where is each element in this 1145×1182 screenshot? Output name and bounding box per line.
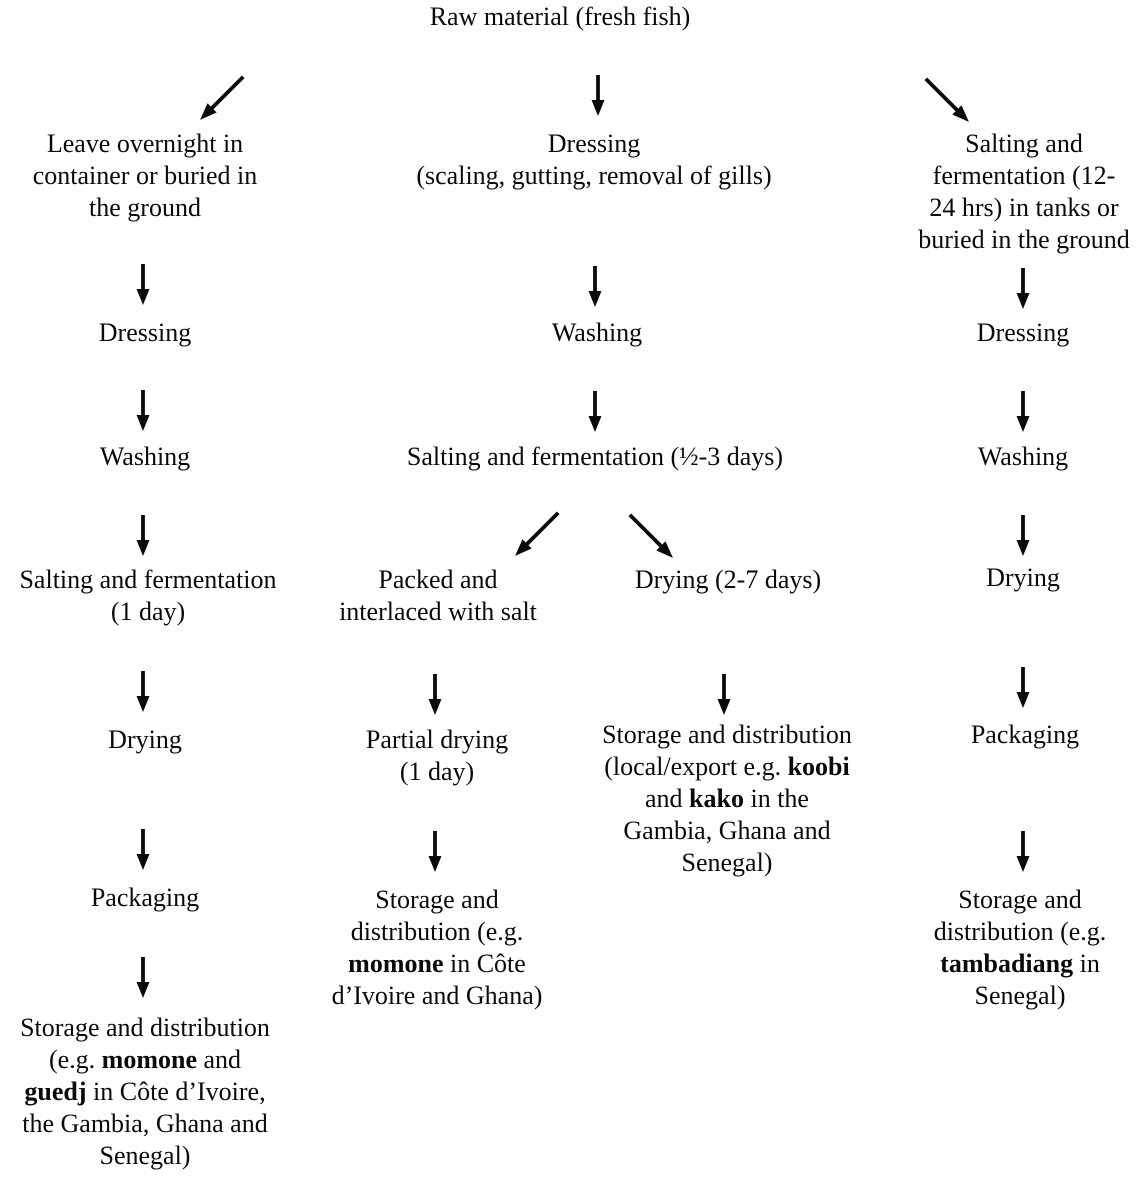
arrow-left-drying-to-packaging-icon (136, 829, 150, 870)
node-text-segment: Partial drying (365, 725, 509, 754)
node-text-segment: (scaling, gutting, removal of gills) (416, 161, 772, 190)
node-text-segment: guedj (24, 1077, 87, 1106)
arrow-left-initial-to-dressing-icon (136, 264, 150, 305)
node-text-segment: d’Ivoire and Ghana) (331, 981, 543, 1010)
node-right-drying: Drying (986, 562, 1060, 594)
node-text-segment: distribution (e.g. (350, 917, 524, 946)
arrow-right-washing-to-drying-icon (1016, 515, 1030, 556)
node-text-segment: Storage and distribution (602, 720, 852, 749)
node-text-segment: Salting and fermentation (½-3 days) (406, 442, 784, 471)
node-text-segment: the ground (89, 193, 201, 222)
node-text-segment: kako (689, 784, 744, 813)
node-raw-material: Raw material (fresh fish) (430, 1, 691, 33)
node-left-salting-fermentation-1day: Salting and fermentation (1 day) (19, 564, 276, 628)
node-text-segment: 24 hrs) in tanks or (929, 193, 1119, 222)
node-text-segment: Raw material (fresh fish) (429, 2, 691, 31)
node-text-segment: (1 day) (110, 597, 186, 626)
node-left-drying: Drying (108, 724, 182, 756)
node-text-segment: Packaging (90, 883, 200, 912)
node-text-segment: tambadiang (940, 949, 1074, 978)
node-text-segment: Senegal) (99, 1141, 191, 1170)
arrow-packed-to-partial-drying-icon (428, 674, 442, 715)
arrow-left-washing-to-salting-icon (136, 515, 150, 556)
node-text-segment: and (645, 784, 690, 813)
node-text-segment: (local/export e.g. (604, 752, 788, 781)
node-text-segment: in the (743, 784, 809, 813)
node-right-salting-fermentation: Salting and fermentation (12- 24 hrs) in t… (918, 128, 1130, 256)
node-drying-2-7-days: Drying (2-7 days) (635, 564, 821, 596)
arrow-right-packaging-to-storage-icon (1016, 831, 1030, 872)
node-text-segment: Salting and fermentation (19, 565, 277, 594)
node-text-segment: the Gambia, Ghana and (22, 1109, 268, 1138)
node-storage-momone: Storage and distribution (e.g. momone in C… (332, 884, 543, 1012)
node-left-dressing: Dressing (99, 317, 191, 349)
node-text-segment: Senegal) (974, 981, 1066, 1010)
node-left-washing: Washing (100, 441, 190, 473)
arrow-raw-to-center-dressing-icon (591, 75, 605, 116)
node-text-segment: in (1073, 949, 1100, 978)
arrow-center-dressing-to-washing-icon (588, 266, 602, 307)
node-center-salting-fermentation: Salting and fermentation (½-3 days) (407, 441, 783, 473)
node-text-segment: distribution (e.g. (933, 917, 1107, 946)
node-text-segment: Senegal) (681, 848, 773, 877)
node-text-segment: and (196, 1045, 242, 1074)
node-text-segment: container or buried in (32, 161, 258, 190)
node-right-washing: Washing (978, 441, 1068, 473)
node-partial-drying: Partial drying (1 day) (366, 724, 508, 788)
node-text-segment: Drying (108, 725, 182, 754)
node-text-segment: Dressing (98, 318, 192, 347)
node-center-dressing: Dressing (scaling, gutting, removal of gi… (416, 128, 771, 192)
node-text-segment: Storage and (958, 885, 1082, 914)
node-text-segment: interlaced with salt (339, 597, 537, 626)
arrow-center-washing-to-salting-icon (588, 391, 602, 432)
node-text-segment: momone (101, 1045, 197, 1074)
node-text-segment: Leave overnight in (46, 129, 244, 158)
arrow-partial-drying-to-storage-icon (428, 831, 442, 872)
node-text-segment: in Côte d’Ivoire, (86, 1077, 266, 1106)
node-text-segment: Drying (986, 563, 1060, 592)
arrow-left-packaging-to-storage-icon (136, 957, 150, 998)
node-storage-koobi-kako: Storage and distribution (local/export e.… (602, 719, 852, 879)
node-text-segment: buried in the ground (918, 225, 1130, 254)
node-center-washing: Washing (552, 317, 642, 349)
node-text-segment: Packaging (970, 720, 1080, 749)
arrow-raw-to-left-initial-icon (200, 75, 245, 120)
node-text-segment: Packed and (378, 565, 498, 594)
arrow-left-salting-to-drying-icon (136, 671, 150, 712)
node-text-segment: Washing (551, 318, 643, 347)
arrow-drying27-to-storage-icon (717, 674, 731, 715)
node-text-segment: Dressing (976, 318, 1070, 347)
node-text-segment: (e.g. (48, 1045, 102, 1074)
arrow-raw-to-right-salting-icon (924, 77, 969, 122)
node-text-segment: Storage and (375, 885, 499, 914)
arrow-center-salting-to-packed-icon (515, 511, 560, 556)
node-text-segment: Gambia, Ghana and (623, 816, 831, 845)
node-text-segment: (1 day) (399, 757, 475, 786)
node-text-segment: Washing (99, 442, 191, 471)
node-left-leave-overnight: Leave overnight in container or buried in… (33, 128, 258, 224)
node-text-segment: in Côte (443, 949, 526, 978)
node-storage-momone-guedj: Storage and distribution (e.g. momone and… (20, 1012, 270, 1172)
node-text-segment: Dressing (547, 129, 641, 158)
node-text-segment: Washing (977, 442, 1069, 471)
arrow-right-salting-to-dressing-icon (1016, 268, 1030, 309)
node-text-segment: Salting and (965, 129, 1083, 158)
node-text-segment: Storage and distribution (20, 1013, 270, 1042)
node-text-segment: momone (348, 949, 444, 978)
arrow-center-salting-to-drying27-icon (628, 513, 673, 558)
node-text-segment: koobi (787, 752, 850, 781)
node-left-packaging: Packaging (91, 882, 199, 914)
arrow-left-dressing-to-washing-icon (136, 390, 150, 431)
arrow-right-drying-to-packaging-icon (1016, 667, 1030, 708)
node-packed-interlaced-salt: Packed and interlaced with salt (339, 564, 537, 628)
node-text-segment: fermentation (12- (932, 161, 1116, 190)
node-right-packaging: Packaging (971, 719, 1079, 751)
node-text-segment: Drying (2-7 days) (634, 565, 822, 594)
node-right-dressing: Dressing (977, 317, 1069, 349)
arrow-right-dressing-to-washing-icon (1016, 391, 1030, 432)
